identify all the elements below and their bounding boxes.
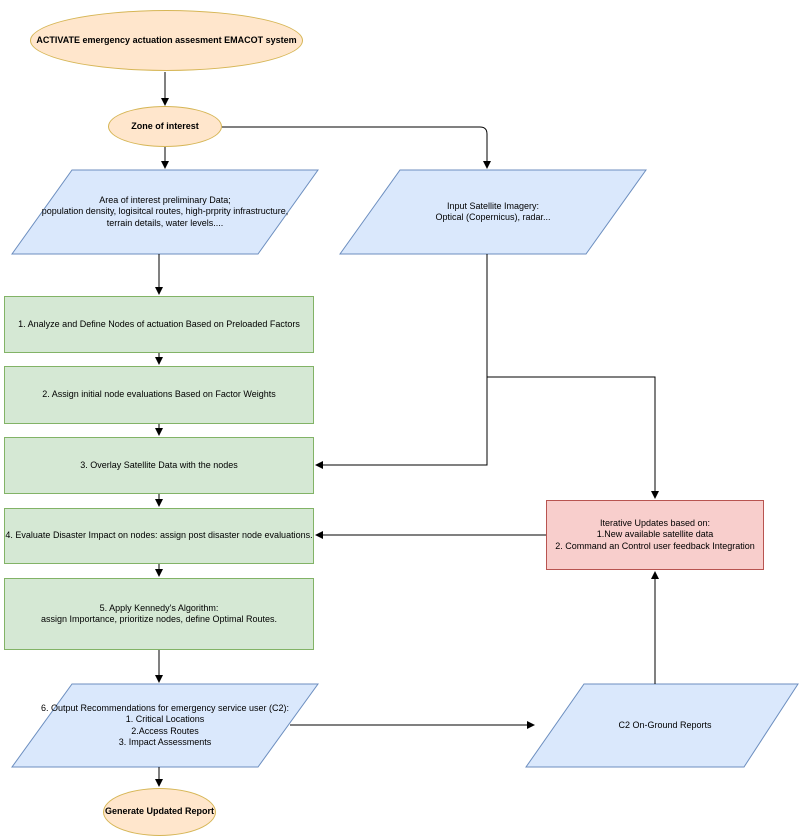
- preliminary-line-3: terrain details, water levels....: [106, 217, 224, 228]
- step5-line-2: assign Importance, prioritize nodes, def…: [40, 614, 278, 624]
- output-line-2: 1. Critical Locations: [125, 714, 205, 725]
- end-label: Generate Updated Report: [104, 806, 215, 817]
- step2-node: 2. Assign initial node evaluations Based…: [4, 366, 314, 424]
- satellite-line-2: Optical (Copernicus), radar...: [435, 212, 551, 222]
- step1-label: 1. Analyze and Define Nodes of actuation…: [18, 318, 300, 329]
- start-terminal: ACTIVATE emergency actuation assesment E…: [30, 10, 303, 71]
- step4-node: 4. Evaluate Disaster Impact on nodes: as…: [4, 508, 314, 564]
- iterative-updates-node: Iterative Updates based on: 1.New availa…: [546, 500, 764, 570]
- step1-node: 1. Analyze and Define Nodes of actuation…: [4, 296, 314, 353]
- step5-line-1: 5. Apply Kennedy's Algorithm:: [99, 602, 219, 613]
- step4-label: 4. Evaluate Disaster Impact on nodes: as…: [5, 530, 313, 541]
- satellite-line-1: Input Satellite Imagery:: [446, 200, 540, 211]
- reports-shape: [525, 683, 799, 768]
- output-recommendations-shape: [11, 683, 319, 768]
- zone-label: Zone of interest: [131, 120, 199, 131]
- preliminary-data-node: Area of interest preliminary Data; popul…: [20, 170, 310, 254]
- edge-zone-to-satellite: [222, 126, 491, 169]
- iterative-line-1: Iterative Updates based on:: [599, 518, 711, 529]
- preliminary-data-shape: [11, 169, 319, 255]
- edge-satellite-to-iterative: [487, 376, 659, 499]
- end-terminal: Generate Updated Report: [103, 788, 216, 836]
- step3-node: 3. Overlay Satellite Data with the nodes: [4, 437, 314, 494]
- reports-label: C2 On-Ground Reports: [618, 719, 712, 730]
- output-line-1: 6. Output Recommendations for emergency …: [40, 703, 290, 713]
- reports-node: C2 On-Ground Reports: [560, 684, 770, 767]
- preliminary-line-2: population density, logisitcal routes, h…: [41, 206, 289, 217]
- output-line-4: 3. Impact Assessments: [118, 736, 212, 747]
- zone-of-interest-node: Zone of interest: [108, 106, 222, 147]
- edge-satellite-to-step3: [315, 254, 488, 469]
- start-label: ACTIVATE emergency actuation assesment E…: [36, 34, 297, 45]
- preliminary-line-1: Area of interest preliminary Data;: [99, 195, 231, 206]
- step5-node: 5. Apply Kennedy's Algorithm: assign Imp…: [4, 578, 314, 650]
- satellite-input-shape: [339, 169, 647, 255]
- satellite-input-node: Input Satellite Imagery: Optical (Copern…: [370, 170, 616, 254]
- iterative-line-3: 2. Command an Control user feedback Inte…: [555, 540, 755, 551]
- step2-label: 2. Assign initial node evaluations Based…: [42, 389, 276, 400]
- output-line-3: 2.Access Routes: [131, 725, 199, 736]
- step3-label: 3. Overlay Satellite Data with the nodes: [80, 459, 238, 470]
- output-recommendations-node: 6. Output Recommendations for emergency …: [20, 684, 310, 767]
- iterative-line-2: 1.New available satellite data: [596, 529, 714, 540]
